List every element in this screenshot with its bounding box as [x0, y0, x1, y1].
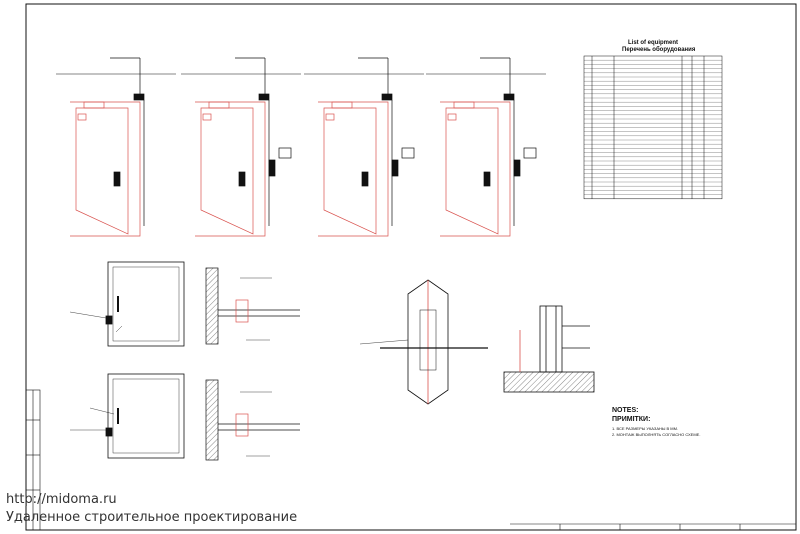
door-sensor [202, 113, 212, 121]
left-stamp [25, 389, 41, 531]
reader-unit [401, 147, 415, 159]
watermark-tagline: Удаленное строительное проектирование [6, 510, 298, 525]
door-lock [238, 171, 246, 187]
door-lock [113, 171, 121, 187]
table-title-en: List of equipment [628, 40, 678, 46]
turnstile-plan [359, 279, 488, 405]
table-title-ru: Перечень оборудования [622, 46, 696, 53]
junction-box [381, 93, 393, 101]
door-frame [195, 101, 266, 237]
door-closer [208, 101, 230, 109]
title-block [510, 523, 796, 530]
door-sensor [325, 113, 335, 121]
sheet-frame [25, 3, 797, 531]
door-closer [83, 101, 105, 109]
door-frame [440, 101, 511, 237]
notes-line-2: 2. МОНТАЖ ВЫПОЛНЯТЬ СОГЛАСНО СХЕМЕ. [612, 432, 700, 437]
door-sensor [77, 113, 87, 121]
door-leaf [445, 107, 499, 235]
door-closer [331, 101, 353, 109]
notes-line-1: 1. ВСЕ РАЗМЕРЫ УКАЗАНЫ В ММ. [612, 426, 678, 431]
turnstile-section [503, 305, 595, 393]
control-box [513, 159, 521, 177]
door-frame [70, 101, 141, 237]
door-sensor [447, 113, 457, 121]
panel-detail-2 [70, 373, 185, 459]
control-box [391, 159, 399, 177]
door-lock [483, 171, 491, 187]
notes-block: NOTES: ПРИМІТКИ: 1. ВСЕ РАЗМЕРЫ УКАЗАНЫ … [612, 407, 700, 437]
notes-heading-ua: ПРИМІТКИ: [612, 416, 650, 423]
junction-box [258, 93, 270, 101]
reader-unit [523, 147, 537, 159]
door-frame [318, 101, 389, 237]
section-detail-1 [205, 267, 300, 345]
door-diagram-2 [181, 57, 301, 237]
door-leaf [323, 107, 377, 235]
door-diagram-1 [56, 57, 176, 237]
notes-heading-en: NOTES: [612, 407, 638, 414]
door-diagrams-row [56, 57, 546, 237]
junction-box [503, 93, 515, 101]
door-leaf [75, 107, 129, 235]
reader-unit [278, 147, 292, 159]
section-detail-2 [205, 379, 300, 461]
junction-box [133, 93, 145, 101]
door-lock [361, 171, 369, 187]
door-diagram-3 [304, 57, 424, 237]
door-leaf [200, 107, 254, 235]
equipment-table: List of equipment Перечень оборудования [583, 40, 723, 200]
control-box [268, 159, 276, 177]
door-closer [453, 101, 475, 109]
door-diagram-4 [426, 57, 546, 237]
panel-detail-1 [69, 261, 185, 347]
watermark-url[interactable]: http://midoma.ru [6, 492, 117, 507]
